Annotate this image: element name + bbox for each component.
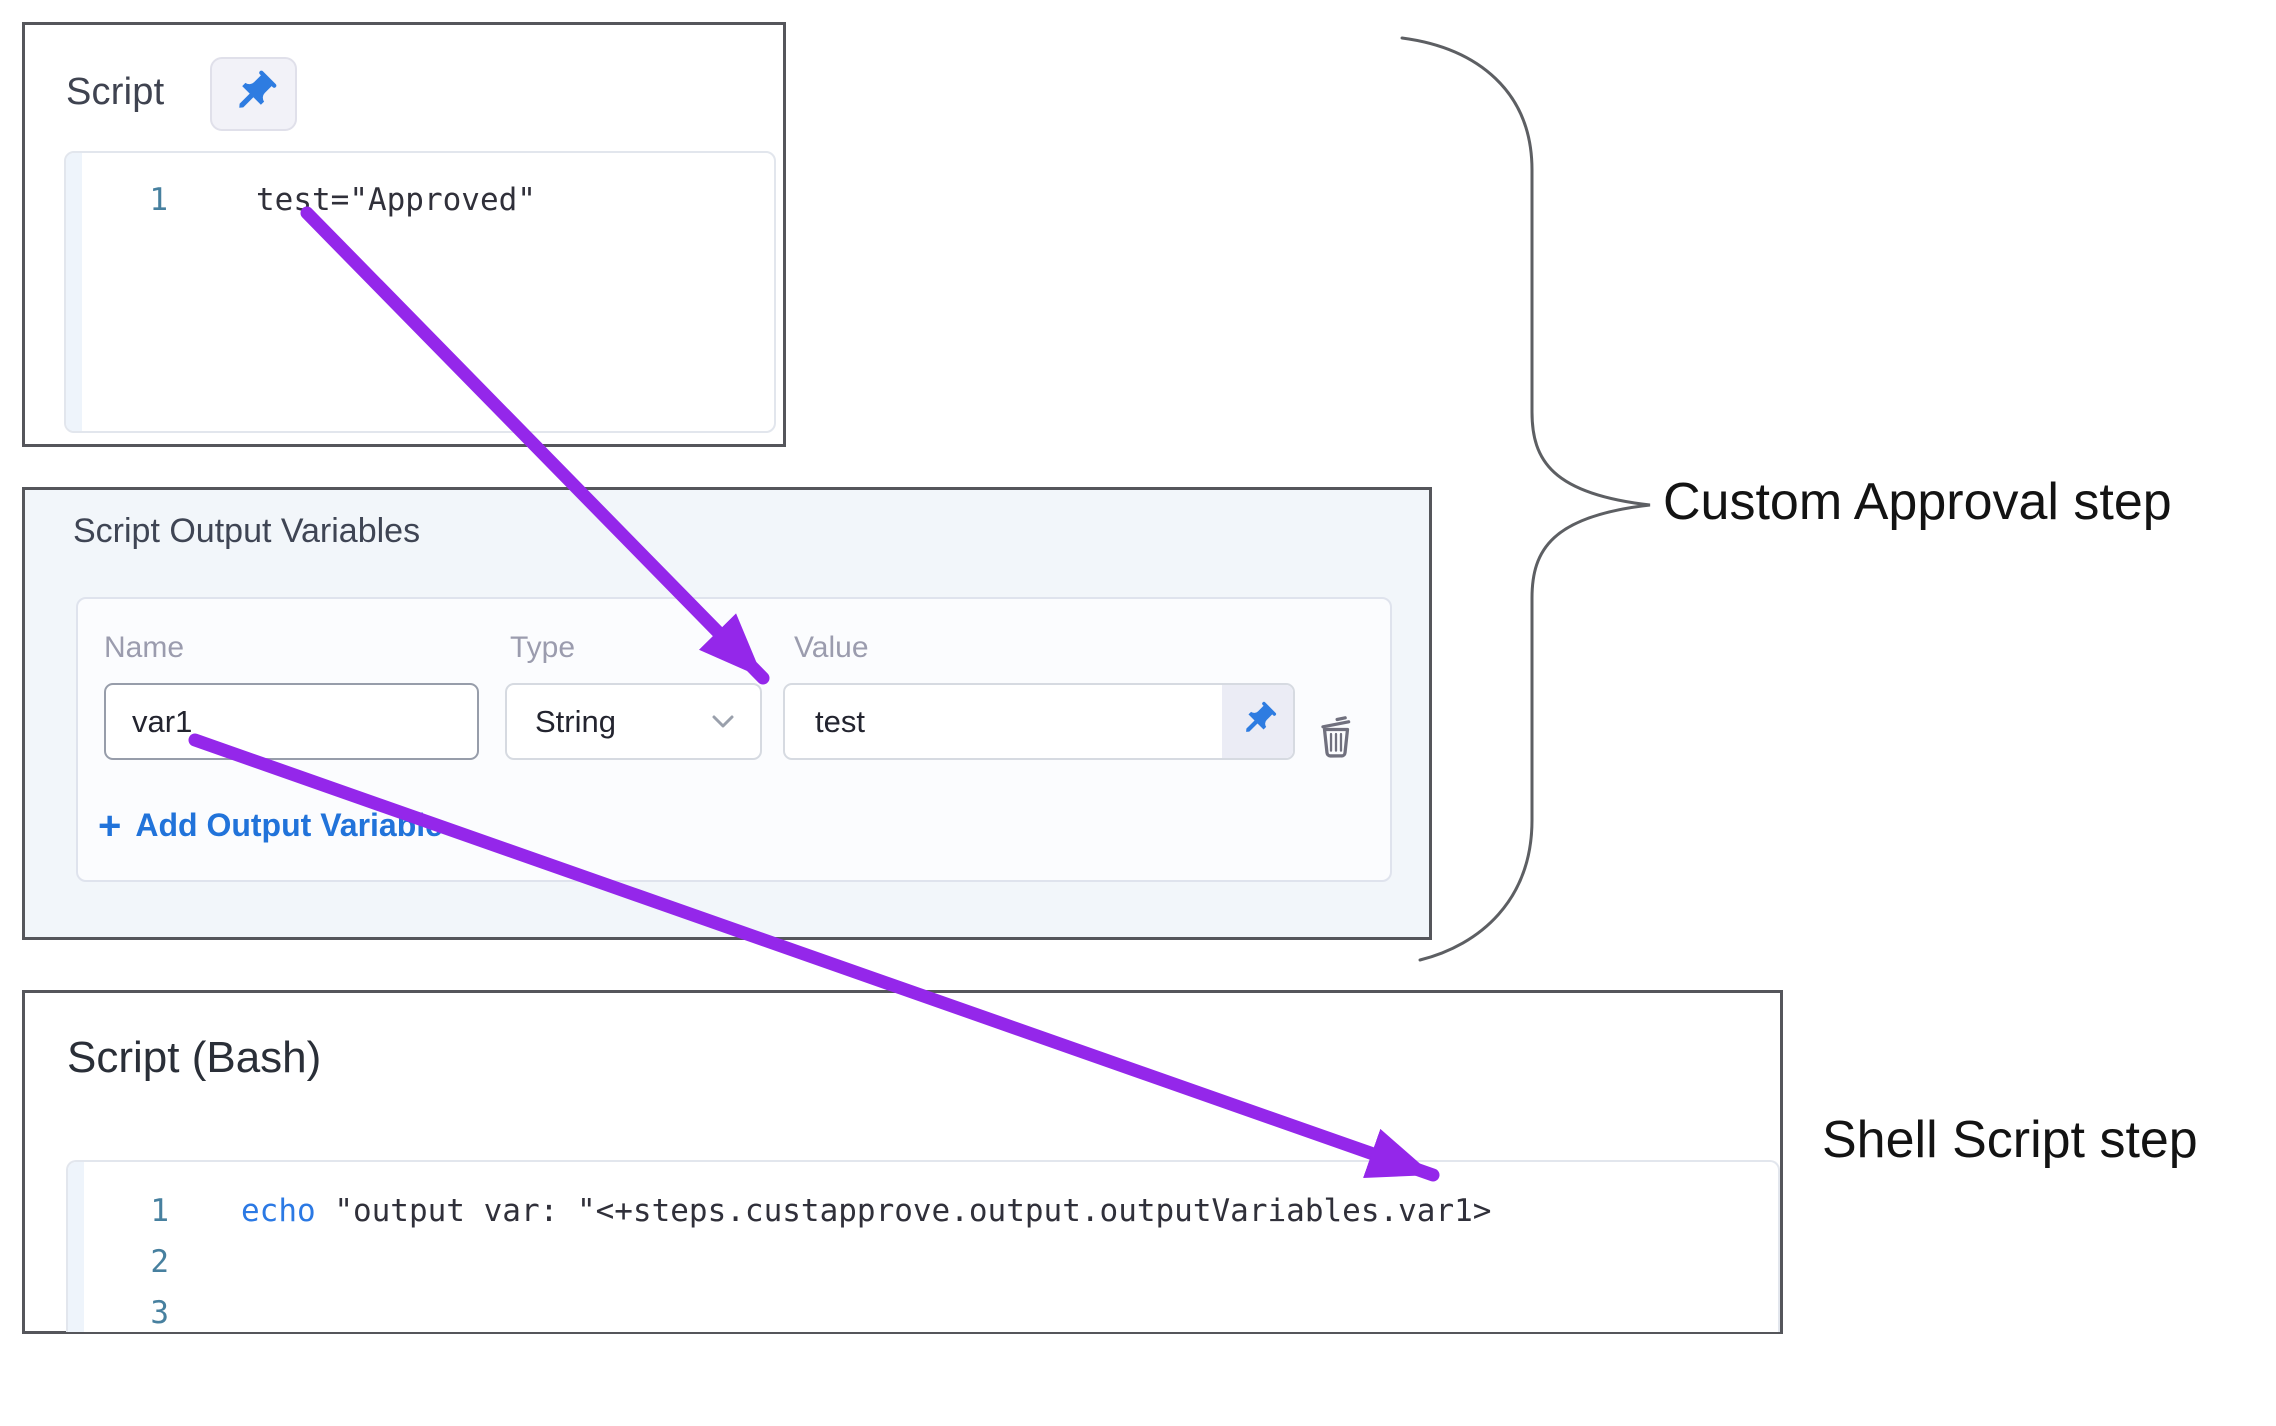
value-pin-button[interactable] (1222, 685, 1293, 758)
plus-icon: + (98, 803, 122, 848)
custom-approval-step-label: Custom Approval step (1663, 473, 2172, 531)
code-line: 3 (68, 1288, 1778, 1332)
variable-type-select[interactable]: String (505, 683, 762, 760)
script-panel-title: Script (66, 71, 165, 113)
code-token: "output var: "<+steps.custapprove.output… (315, 1193, 1492, 1229)
pin-button[interactable] (210, 57, 297, 131)
variable-name-input[interactable] (104, 683, 479, 760)
chevron-down-icon (708, 704, 738, 740)
line-number: 1 (150, 1193, 169, 1229)
delete-variable-button[interactable] (1312, 711, 1360, 763)
output-variables-box: Name Type Value String test (76, 597, 1392, 882)
value-input-text: test (815, 703, 865, 739)
type-select-value: String (535, 703, 616, 739)
output-variables-title: Script Output Variables (73, 512, 421, 550)
type-column-label: Type (510, 631, 576, 664)
shell-script-step-label: Shell Script step (1822, 1111, 2198, 1169)
line-number: 2 (150, 1244, 169, 1280)
line-number: 1 (149, 182, 168, 218)
line-number: 3 (150, 1295, 169, 1331)
code-line: 1 test="Approved" (66, 175, 774, 226)
name-column-label: Name (104, 631, 185, 664)
editor-gutter (66, 153, 82, 431)
pushpin-icon (1237, 699, 1279, 744)
code-text (169, 1244, 241, 1280)
script-output-variables-panel: Script Output Variables Name Type Value … (22, 487, 1432, 940)
keyword-token: echo (241, 1193, 316, 1229)
add-output-variable-link[interactable]: + Add Output Variable (98, 803, 443, 848)
code-text: test="Approved" (256, 182, 536, 218)
trash-icon (1313, 711, 1359, 764)
shell-script-title: Script (Bash) (67, 1033, 322, 1082)
variable-value-input[interactable]: test (783, 683, 1295, 760)
code-line: 2 (68, 1237, 1778, 1288)
editor-gutter (68, 1162, 84, 1332)
curly-brace (1400, 36, 1651, 962)
add-output-variable-label: Add Output Variable (135, 807, 443, 843)
code-text: echo "output var: "<+steps.custapprove.o… (169, 1193, 1491, 1229)
script-panel: Script 1 test="Approved" (22, 22, 786, 447)
value-column-label: Value (794, 631, 869, 664)
script-code-editor[interactable]: 1 test="Approved" (64, 151, 776, 433)
pushpin-icon (228, 67, 280, 122)
code-text (169, 1295, 241, 1331)
